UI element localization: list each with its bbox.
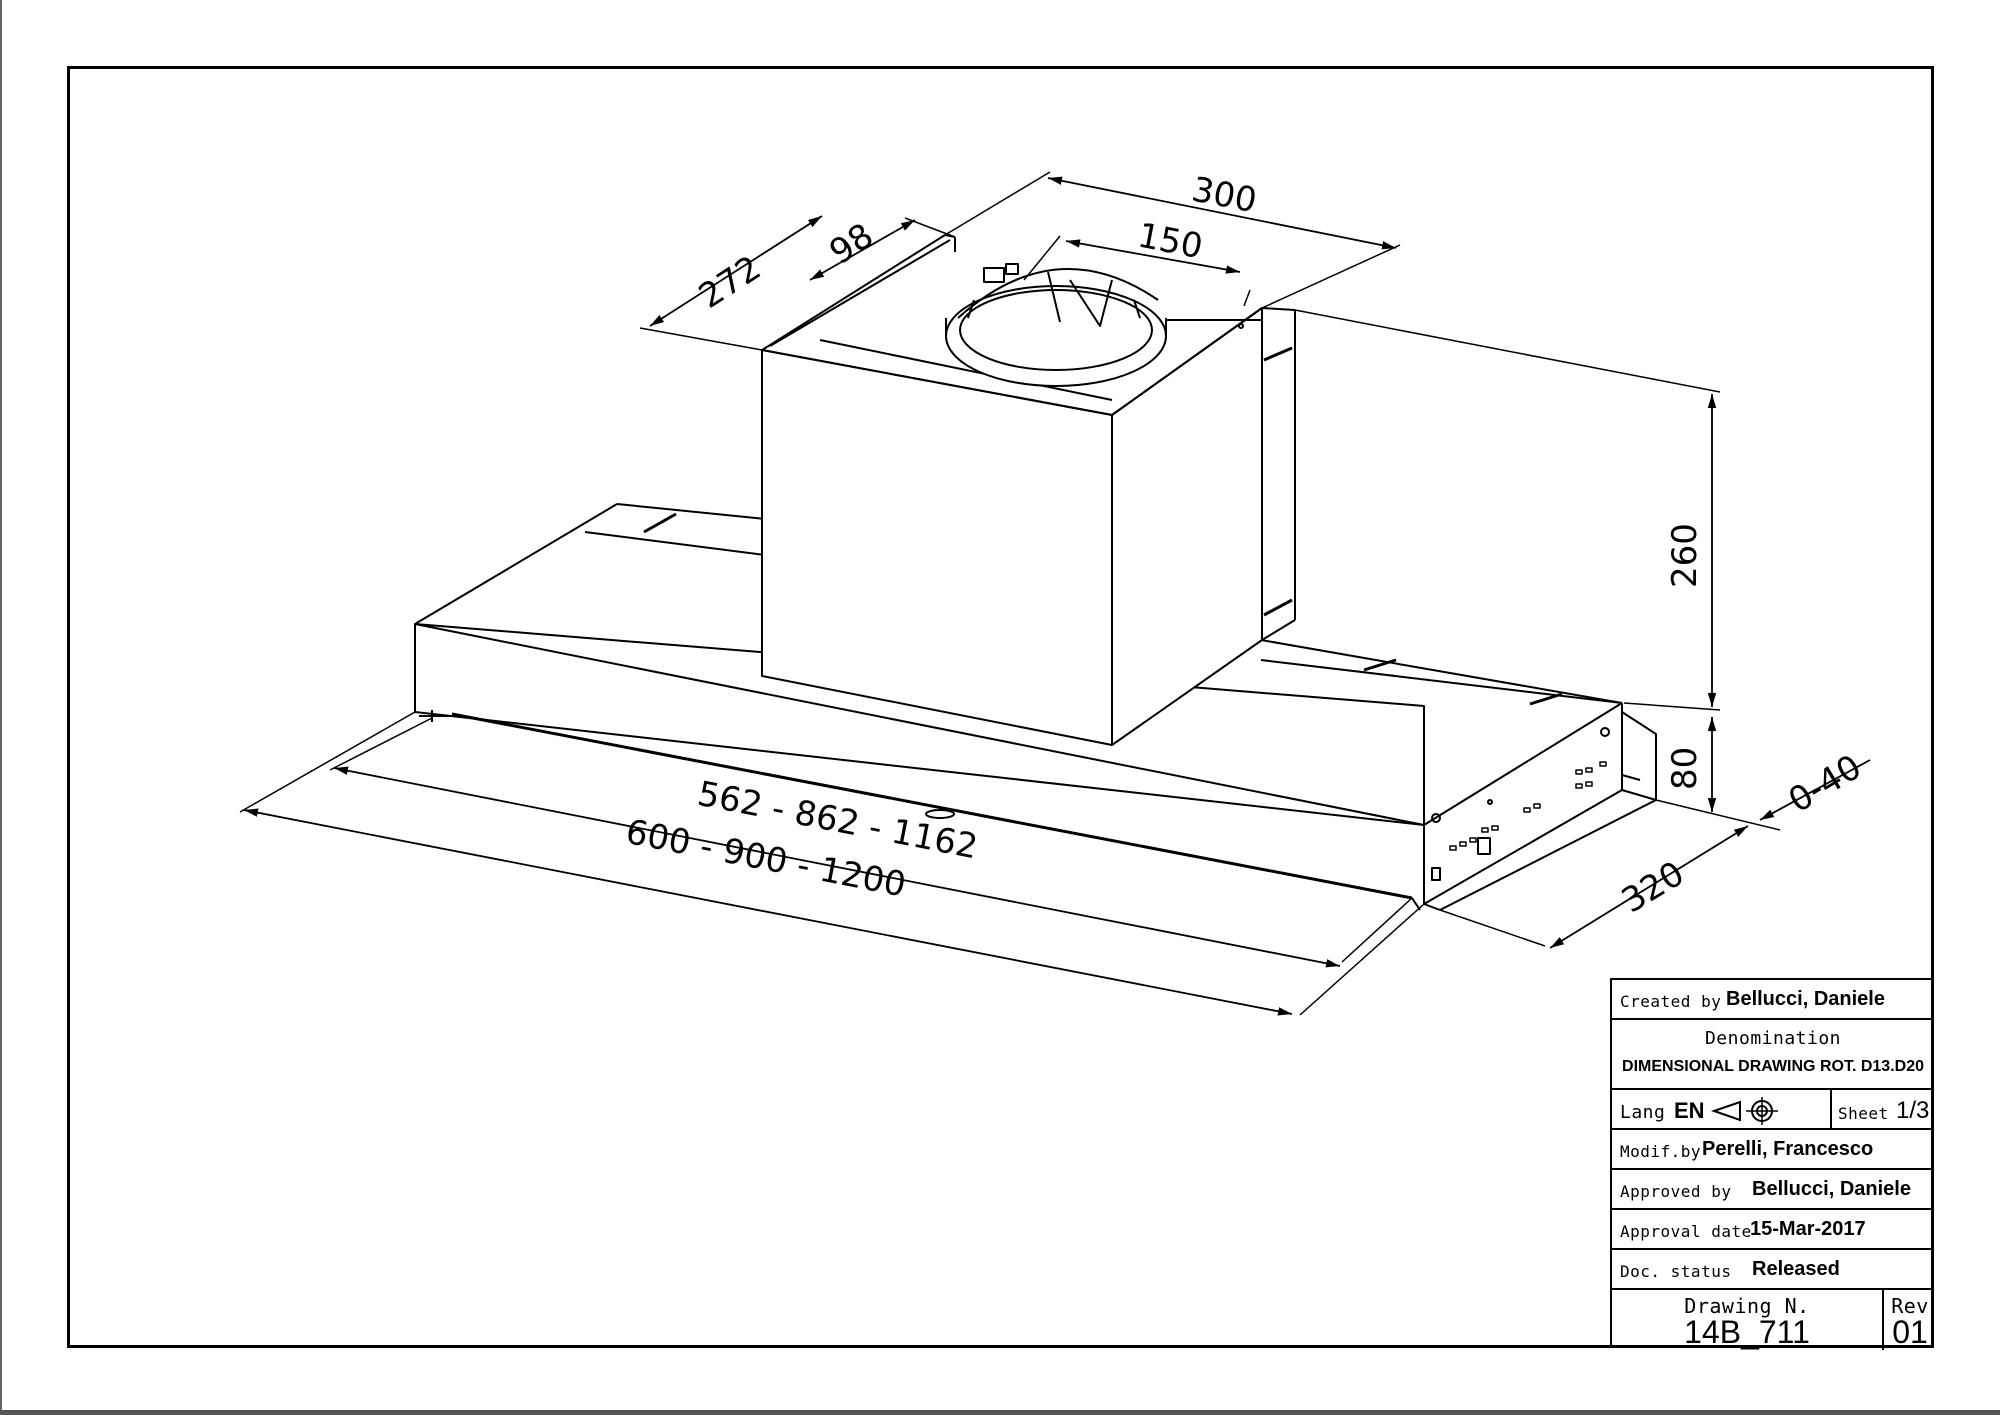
dim-80: 80 xyxy=(1665,747,1705,790)
dim-150: 150 xyxy=(1135,216,1206,268)
page-bottom-edge xyxy=(0,1410,2000,1415)
title-block: Created by Bellucci, Daniele Denominatio… xyxy=(1610,978,1934,1350)
created-label: Created by xyxy=(1620,992,1722,1011)
lang-row: Lang EN Sheet 1/3 xyxy=(1612,1090,1934,1130)
chimney-box xyxy=(761,234,1296,746)
status-value: Released xyxy=(1752,1258,1840,1280)
rev-divider xyxy=(1882,1290,1884,1350)
status-label: Doc. status xyxy=(1620,1262,1732,1281)
denomination-value: DIMENSIONAL DRAWING ROT. D13.D20 xyxy=(1622,1058,1924,1075)
rev-label: Rev xyxy=(1891,1294,1929,1318)
modif-row: Modif.by Perelli, Francesco xyxy=(1612,1130,1934,1170)
denomination-row: Denomination DIMENSIONAL DRAWING ROT. D1… xyxy=(1612,1020,1934,1090)
modif-label: Modif.by xyxy=(1620,1142,1702,1161)
approved-row: Approved by Bellucci, Daniele xyxy=(1612,1170,1934,1210)
approval-date-row: Approval date 15-Mar-2017 xyxy=(1612,1210,1934,1250)
dimension-lines xyxy=(243,176,1871,1016)
created-row: Created by Bellucci, Daniele xyxy=(1612,980,1934,1020)
page-left-edge xyxy=(0,0,2,1415)
sheet-value: 1/3 xyxy=(1896,1097,1930,1124)
approval-date-label: Approval date xyxy=(1620,1222,1752,1241)
approval-date-value: 15-Mar-2017 xyxy=(1750,1218,1866,1240)
created-value: Bellucci, Daniele xyxy=(1726,988,1885,1010)
modif-value: Perelli, Francesco xyxy=(1702,1138,1874,1160)
dim-260: 260 xyxy=(1665,523,1705,588)
dim-98: 98 xyxy=(823,216,881,273)
lang-value: EN xyxy=(1674,1098,1705,1123)
lang-label: Lang xyxy=(1620,1102,1666,1123)
sheet-label: Sheet xyxy=(1838,1104,1889,1123)
projection-symbol-icon xyxy=(1710,1097,1778,1125)
outlet-collar xyxy=(945,263,1167,387)
status-row: Doc. status Released xyxy=(1612,1250,1934,1290)
drawing-value: 14B_711 xyxy=(1684,1314,1810,1350)
drawing-label: Drawing N. xyxy=(1684,1294,1810,1318)
approved-label: Approved by xyxy=(1620,1182,1732,1201)
sheet-divider xyxy=(1830,1090,1832,1130)
dim-320: 320 xyxy=(1615,854,1691,922)
denomination-label: Denomination xyxy=(1704,1028,1842,1049)
dim-300: 300 xyxy=(1189,170,1260,222)
drawing-frame xyxy=(67,66,1934,1348)
rev-value: 01 xyxy=(1892,1314,1928,1350)
drawing-number-row: Drawing N. 14B_711 Rev 01 xyxy=(1612,1290,1934,1350)
approved-value: Bellucci, Daniele xyxy=(1752,1178,1911,1200)
dim-0-40: 0-40 xyxy=(1782,747,1869,821)
